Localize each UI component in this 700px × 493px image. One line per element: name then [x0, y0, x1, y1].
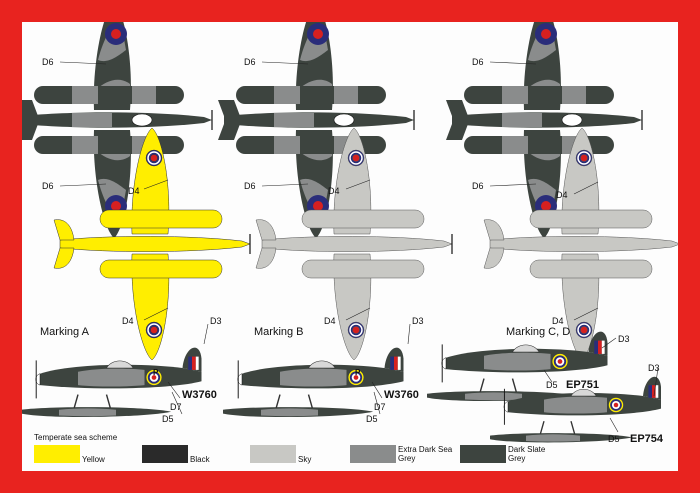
label-d4: D4: [556, 190, 568, 200]
swatch-yellow: [34, 445, 80, 463]
label-d3: D3: [210, 316, 222, 326]
marking-b-topview: [217, 22, 415, 239]
roundel-letter: P: [355, 368, 361, 377]
decal-sheet: D6 D6 D4 D4 D6 D6 D4 D4 D6 D6 D4 D4 Mark…: [22, 22, 678, 471]
label-d7: D7: [374, 402, 386, 412]
serial-d: EP754: [630, 433, 664, 445]
marking-cd-topview: [445, 22, 643, 239]
roundel-letter: P: [153, 368, 159, 377]
label-d3: D3: [648, 363, 660, 373]
label-d6: D6: [244, 57, 256, 67]
marking-cd-title: Marking C, D: [506, 326, 570, 338]
swatch-black: [142, 445, 188, 463]
leader-lines: [59, 61, 659, 433]
swatch-label: Extra Dark Sea Grey: [398, 445, 453, 463]
color-legend: Yellow Black Sky Extra Dark Sea Grey Dar…: [34, 443, 664, 467]
label-d4: D4: [128, 186, 140, 196]
label-d7: D7: [170, 402, 182, 412]
label-d4: D4: [328, 186, 340, 196]
swatch-sky: [250, 445, 296, 463]
swatch-dark-slate-grey: [460, 445, 506, 463]
swatch-label: Yellow: [82, 455, 105, 464]
label-d4: D4: [324, 316, 336, 326]
label-d5: D5: [162, 414, 174, 424]
serial-a: W3760: [182, 389, 217, 401]
marking-b-title: Marking B: [254, 326, 304, 338]
aircraft-artwork: D6 D6 D4 D4 D6 D6 D4 D4 D6 D6 D4 D4 Mark…: [22, 22, 678, 445]
label-d6: D6: [472, 181, 484, 191]
label-d3: D3: [618, 334, 630, 344]
legend-title: Temperate sea scheme: [34, 433, 118, 442]
label-d5: D5: [366, 414, 378, 424]
marking-a-title: Marking A: [40, 326, 90, 338]
swatch-label: Dark Slate Grey: [508, 445, 546, 463]
swatch-label: Sky: [298, 455, 312, 464]
label-d6: D6: [244, 181, 256, 191]
label-d5: D5: [546, 380, 558, 390]
label-d6: D6: [42, 57, 54, 67]
label-d4: D4: [122, 316, 134, 326]
marking-a-topview: [22, 22, 213, 239]
swatch-extra-dark-sea-grey: [350, 445, 396, 463]
label-d3: D3: [412, 316, 424, 326]
label-d6: D6: [42, 181, 54, 191]
label-d5: D5: [608, 434, 620, 444]
label-d6: D6: [472, 57, 484, 67]
swatch-label: Black: [190, 455, 210, 464]
label-d4: D4: [552, 316, 564, 326]
serial-b: W3760: [384, 389, 419, 401]
serial-c: EP751: [566, 379, 599, 391]
